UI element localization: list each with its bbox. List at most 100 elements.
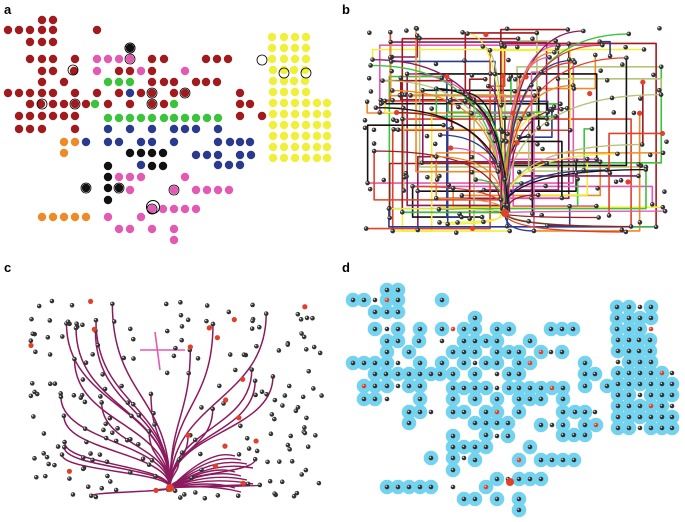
network-node [538,457,544,463]
hub-node [166,484,174,492]
network-node [553,114,559,119]
network-node [643,167,649,172]
node-highlight [472,98,475,100]
network-node [626,392,632,398]
node-highlight [396,310,399,313]
network-node [285,442,291,448]
node-highlight [268,479,271,482]
network-node [432,141,438,147]
node-dot [301,54,311,64]
network-node [365,180,370,186]
node-highlight [615,327,618,330]
network-node [241,352,247,358]
node-dot [70,111,80,121]
node-highlight [642,47,645,50]
node-highlight [582,168,584,171]
network-node [496,163,502,168]
network-node [100,372,105,377]
network-node [395,371,401,377]
network-node [370,57,375,62]
network-node [450,433,456,439]
network-node [459,193,465,198]
network-node [382,98,388,104]
node-highlight [269,432,272,434]
network-node [530,211,535,217]
node-dot [147,124,157,134]
network-node [29,381,35,386]
node-highlight [451,456,454,459]
node-highlight [495,361,498,364]
hub-edge [436,88,509,214]
network-node [450,444,456,450]
ring-marker [67,64,79,76]
network-node [450,409,456,415]
node-highlight [120,384,122,387]
network-node [301,334,307,340]
node-dot [268,153,278,163]
network-node [648,315,654,321]
node-highlight [42,432,45,434]
network-node [257,482,263,488]
node-highlight [418,372,421,375]
node-highlight [253,457,256,460]
node-highlight [616,338,619,341]
network-node [28,393,34,399]
network-node [481,187,487,193]
network-node [461,409,467,415]
network-node [41,451,47,456]
hub-edge [500,212,599,219]
node-highlight [84,440,87,443]
network-node [149,458,155,463]
node-dot [103,161,113,171]
node-highlight [193,438,196,441]
network-node [461,385,467,391]
node-highlight [363,118,366,121]
node-highlight [108,416,111,419]
network-node [43,473,48,479]
network-node [55,444,61,449]
node-highlight [495,421,498,424]
node-highlight [245,436,248,439]
network-node [560,457,566,463]
network-node [244,435,250,441]
network-node [519,181,524,186]
network-node [619,227,625,233]
node-dot [191,150,201,160]
node-highlight [147,463,150,465]
network-node [461,444,467,450]
node-highlight [73,357,75,360]
node-dot [235,160,245,170]
node-highlight [549,327,552,330]
network-node [660,204,666,210]
network-node [456,104,461,110]
network-node [70,492,76,497]
network-node [317,350,323,356]
network-node [371,127,377,133]
node-highlight [466,95,469,97]
node-highlight [418,410,421,413]
network-node [378,97,384,103]
node-highlight [366,181,368,184]
node-highlight [273,492,275,494]
node-highlight [549,350,552,353]
node-dot [103,77,113,87]
node-highlight [369,90,372,92]
network-node [235,493,241,499]
network-node [437,371,443,377]
network-node [36,303,42,309]
node-highlight [407,350,410,353]
node-highlight [379,102,382,104]
wire-edge [366,124,444,184]
tree-edge [73,359,171,489]
network-node [596,215,601,220]
node-highlight [583,372,586,375]
node-highlight [627,360,630,363]
highlight-node [659,130,666,137]
node-dot [59,77,69,87]
network-node [204,303,210,308]
node-highlight [517,458,520,461]
network-node [500,138,505,143]
network-node [33,349,38,355]
highlight-node [222,443,228,449]
network-node [636,348,642,354]
